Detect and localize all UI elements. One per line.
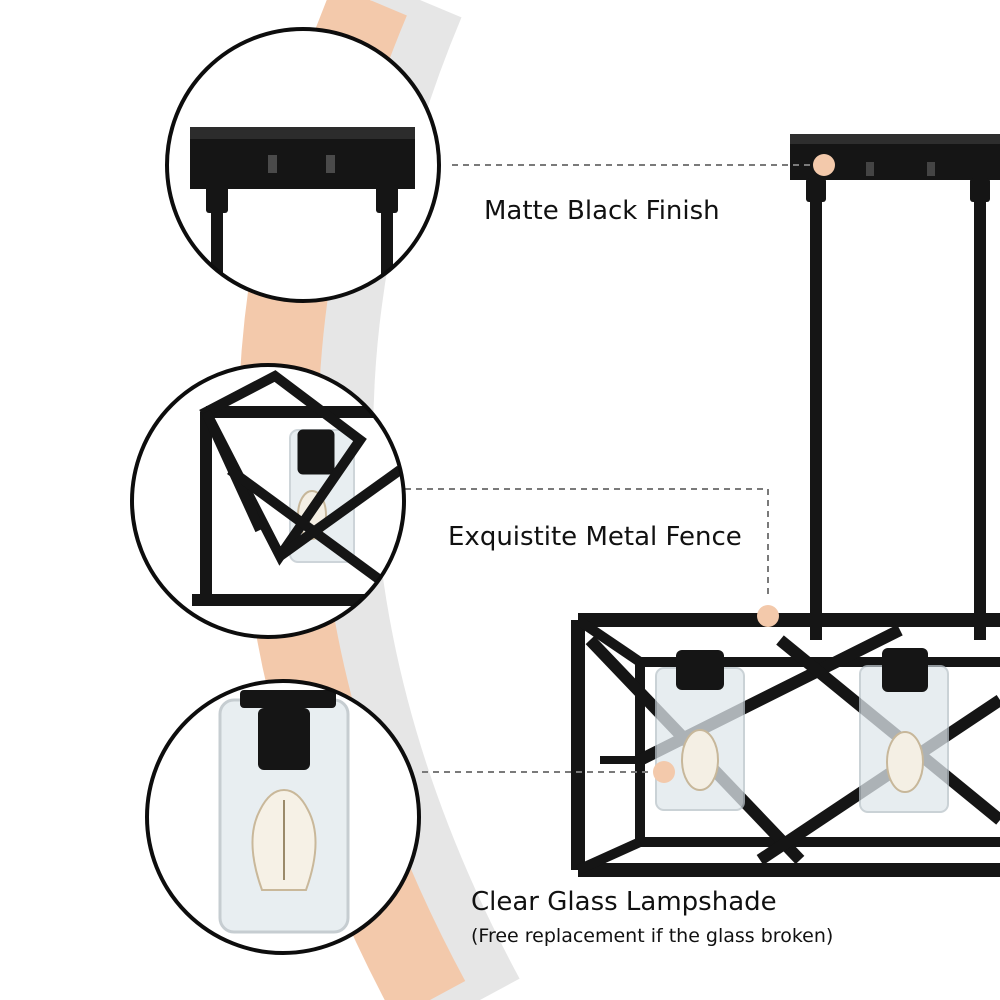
callout-dot-finish [813,154,835,176]
suspension-rod-right [974,178,986,640]
detail-circle-finish [165,27,441,303]
feature-label-glass: Clear Glass Lampshade [471,887,777,917]
callout-lines [405,164,812,773]
chandelier-main [571,134,1000,877]
detail-circle-fence [130,363,406,639]
glass-shade-left [655,650,745,811]
callout-dot-fence [757,605,779,627]
feature-note-glass: (Free replacement if the glass broken) [471,925,834,947]
callout-line-fence [405,488,769,598]
feature-label-fence: Exquistite Metal Fence [448,522,742,552]
glass-shade-right [859,648,949,813]
callout-dot-glass [653,761,675,783]
feature-label-finish: Matte Black Finish [484,196,720,226]
detail-circle-glass [145,679,421,955]
suspension-rod-left [810,178,822,640]
